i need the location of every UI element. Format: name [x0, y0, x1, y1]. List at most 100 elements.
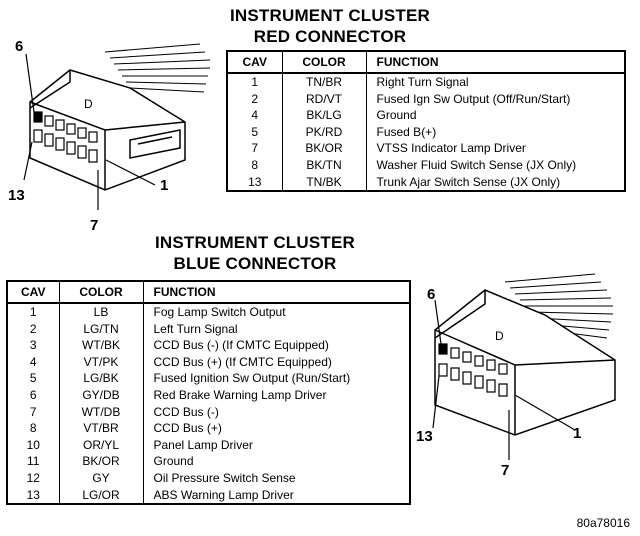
cell-color: OR/YL: [58, 436, 143, 454]
cell-cav: 1: [29, 305, 37, 319]
cell-cav: 13: [26, 487, 40, 502]
cell-cav: 2: [29, 321, 37, 336]
red-pin-label-bottom: 7: [90, 217, 99, 234]
cell-color: VT/BR: [58, 420, 143, 437]
cell-function: ABS Warning Lamp Driver: [142, 486, 410, 505]
cell-function: Trunk Ajar Switch Sense (JX Only): [365, 173, 625, 192]
header-color: COLOR: [58, 281, 143, 304]
cell-color: LG/OR: [58, 486, 143, 505]
red-connector-diagram: D: [23, 43, 211, 210]
cell-color: PK/RD: [281, 123, 366, 141]
red-pin-label-right: 1: [160, 177, 169, 194]
cell-color: WT/DB: [58, 403, 143, 421]
cell-color: GY/DB: [58, 386, 143, 404]
header-function: FUNCTION: [365, 51, 625, 74]
cell-function: Fused Ign Sw Output (Off/Run/Start): [365, 90, 625, 108]
cell-function: Fog Lamp Switch Output: [142, 303, 410, 321]
red-table-header: CAV COLOR FUNCTION: [227, 51, 625, 74]
cell-function: Washer Fluid Switch Sense (JX Only): [365, 156, 625, 174]
cell-function: VTSS Indicator Lamp Driver: [365, 140, 625, 157]
red-pin-label-top: 6: [15, 38, 24, 55]
cell-function: Oil Pressure Switch Sense: [142, 469, 410, 487]
red-title-line2: RED CONNECTOR: [253, 27, 407, 46]
blue-pin-label-bottom: 7: [501, 462, 510, 479]
cell-cav: 4: [29, 354, 37, 369]
cell-color: RD/VT: [281, 90, 366, 108]
cell-color: BK/TN: [281, 156, 366, 174]
red-pin-label-left: 13: [8, 187, 25, 204]
blue-title-line2: BLUE CONNECTOR: [173, 254, 337, 273]
cell-function: Ground: [142, 453, 410, 470]
cell-function: CCD Bus (+) (If CMTC Equipped): [142, 353, 410, 371]
svg-text:D: D: [495, 329, 504, 343]
cell-color: LG/TN: [58, 320, 143, 338]
cell-color: BK/LG: [281, 107, 366, 124]
cell-function: Ground: [365, 107, 625, 124]
blue-title-line1: INSTRUMENT CLUSTER: [154, 233, 356, 252]
blue-pin-label-left: 13: [416, 428, 433, 445]
cell-color: VT/PK: [58, 353, 143, 371]
cell-cav: 6: [29, 387, 37, 402]
cell-function: CCD Bus (-) (If CMTC Equipped): [142, 337, 410, 354]
blue-table-header: CAV COLOR FUNCTION: [7, 281, 410, 304]
cell-cav: 11: [27, 454, 40, 469]
cell-function: Left Turn Signal: [142, 320, 410, 338]
cell-cav: 1: [251, 75, 259, 89]
cell-color: GY: [58, 469, 143, 487]
cell-color: BK/OR: [281, 140, 366, 157]
blue-pin-label-right: 1: [573, 425, 582, 442]
blue-connector-title: INSTRUMENT CLUSTER BLUE CONNECTOR: [90, 232, 420, 274]
cell-function: Fused B(+): [365, 123, 625, 141]
cell-function: Red Brake Warning Lamp Driver: [142, 386, 410, 404]
svg-text:D: D: [84, 97, 93, 111]
cell-cav: 8: [251, 157, 259, 172]
cell-cav: 12: [26, 470, 40, 485]
cell-cav: 2: [251, 91, 259, 106]
cell-cav: 10: [26, 437, 40, 452]
cell-cav: 4: [251, 108, 259, 123]
header-cav: CAV: [227, 51, 282, 74]
header-color: COLOR: [281, 51, 366, 74]
cell-function: CCD Bus (+): [142, 420, 410, 437]
cell-color: WT/BK: [58, 337, 143, 354]
cell-cav: 8: [29, 421, 37, 436]
cell-color: LB: [58, 303, 143, 321]
cell-cav: 3: [29, 338, 37, 353]
cell-cav: 7: [29, 404, 37, 419]
cell-function: CCD Bus (-): [142, 403, 410, 421]
red-title-line1: INSTRUMENT CLUSTER: [229, 6, 431, 25]
cell-cav: 5: [251, 124, 259, 139]
cell-function: Right Turn Signal: [365, 73, 625, 91]
blue-connector-diagram: D: [432, 273, 616, 460]
cell-color: LG/BK: [58, 370, 143, 387]
cell-color: TN/BK: [281, 173, 366, 192]
cell-color: TN/BR: [281, 73, 366, 91]
cell-function: Panel Lamp Driver: [142, 436, 410, 454]
cell-color: BK/OR: [58, 453, 143, 470]
header-cav: CAV: [7, 281, 59, 304]
cell-function: Fused Ignition Sw Output (Run/Start): [142, 370, 410, 387]
header-function: FUNCTION: [142, 281, 410, 304]
blue-pin-label-top: 6: [427, 286, 436, 303]
cell-cav: 5: [29, 371, 37, 386]
